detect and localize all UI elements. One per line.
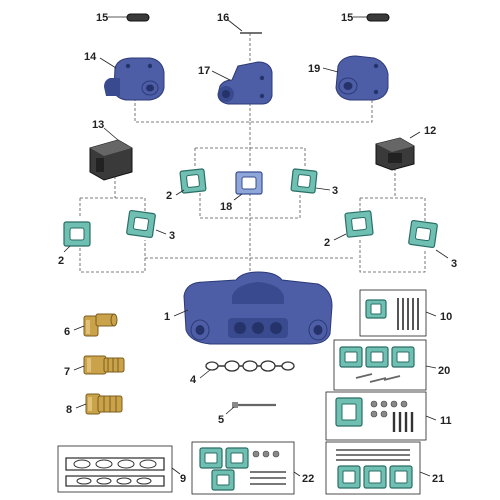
label-4: 4 [190,374,197,386]
part-17-elbow-center[interactable] [217,61,273,105]
gasket-2-left[interactable] [63,221,91,247]
gasket-18-center[interactable] [235,171,263,195]
kit-11-box[interactable] [325,391,427,441]
gasket-3-right[interactable] [408,219,438,249]
label-16: 16 [217,12,229,24]
label-3-upper: 3 [332,185,338,197]
label-11: 11 [440,415,452,427]
part-12-block-right[interactable] [375,137,415,171]
part-7-brass-hose-barb[interactable] [83,355,125,375]
gasket-2-upper[interactable] [179,168,207,194]
label-22: 22 [302,473,314,485]
part-15-cap-left[interactable] [126,13,150,22]
label-20: 20 [438,365,450,377]
label-21: 21 [432,473,444,485]
label-17: 17 [198,65,210,77]
kit-20-box[interactable] [333,339,427,391]
label-3-right: 3 [451,258,457,270]
part-5-stud[interactable] [232,402,276,408]
label-19: 19 [308,63,320,75]
kit-22-box[interactable] [191,441,295,495]
label-14: 14 [84,51,97,63]
gasket-3-left[interactable] [126,209,156,239]
gasket-3-upper[interactable] [290,168,318,194]
part-15-cap-right[interactable] [366,13,390,22]
label-2-right: 2 [324,237,330,249]
label-15-right: 15 [341,12,353,24]
label-2-upper: 2 [166,190,172,202]
label-1: 1 [164,311,170,323]
part-14-riser-left[interactable] [104,57,165,101]
part-6-brass-elbow[interactable] [83,313,118,337]
part-4-manifold-gasket[interactable] [205,360,295,372]
label-18: 18 [220,201,232,213]
kit-21-box[interactable] [325,441,421,495]
label-2-left: 2 [58,255,64,267]
label-12: 12 [424,125,436,137]
part-13-block-left[interactable] [89,139,133,181]
part-8-brass-fitting[interactable] [85,393,123,415]
gasket-2-right[interactable] [344,210,374,238]
label-6: 6 [64,326,70,338]
label-8: 8 [66,404,72,416]
part-1-exhaust-manifold[interactable] [183,271,333,345]
label-13: 13 [92,119,104,131]
label-7: 7 [64,366,70,378]
label-9: 9 [180,473,186,485]
part-19-riser-right[interactable] [335,55,389,101]
label-15-left: 15 [96,12,108,24]
label-3-left: 3 [169,230,175,242]
kit-10-box[interactable] [359,289,427,337]
label-10: 10 [440,311,452,323]
kit-9-box[interactable] [57,445,173,493]
assembly-lines [79,33,426,275]
label-5: 5 [218,414,224,426]
